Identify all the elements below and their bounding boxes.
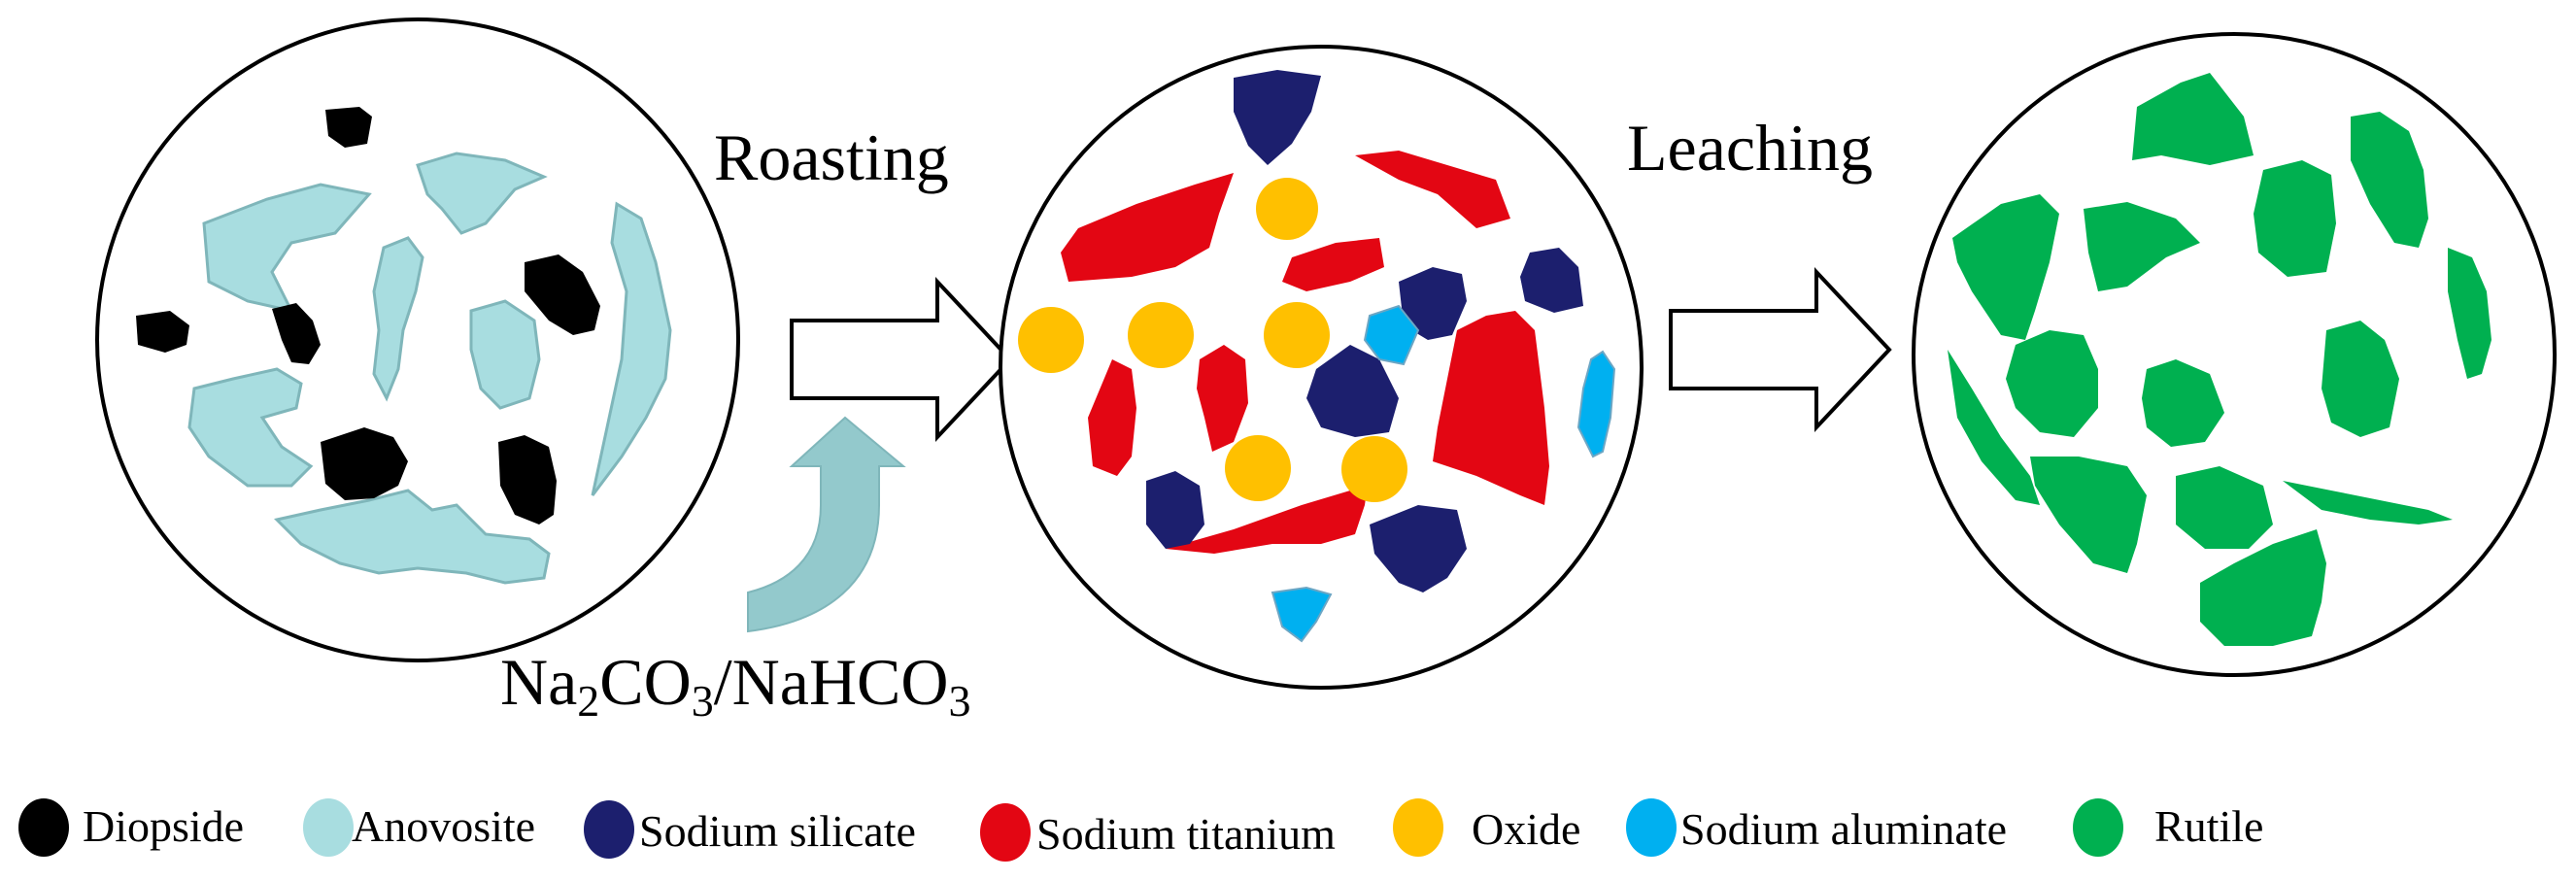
legend-swatch-sodium-silicate bbox=[584, 800, 634, 859]
anovosite-grain bbox=[274, 489, 551, 585]
rutile-grain bbox=[2200, 529, 2326, 646]
sodium-silicate-grain bbox=[1520, 248, 1583, 313]
rutile-grain bbox=[2176, 466, 2273, 549]
legend-label-anovosite: Anovosite bbox=[352, 801, 536, 851]
rutile-grain bbox=[2322, 321, 2399, 437]
sodium-silicate-grain bbox=[1234, 70, 1321, 165]
oxide-particle bbox=[1225, 435, 1291, 501]
diopside-grain bbox=[136, 311, 189, 353]
rutile-grain bbox=[2006, 330, 2098, 437]
sodium-titanium-grain bbox=[1355, 151, 1510, 228]
rutile-grain bbox=[2132, 73, 2254, 165]
oxide-particle bbox=[1264, 302, 1330, 368]
reagent-part-nahco: /NaHCO bbox=[713, 645, 949, 719]
reagent-sub-1: 2 bbox=[577, 676, 600, 726]
rutile-grain bbox=[2030, 457, 2147, 573]
anovosite-grain bbox=[591, 201, 672, 496]
legend-swatches bbox=[18, 798, 2123, 862]
legend-label-sodium-silicate: Sodium silicate bbox=[639, 806, 916, 856]
roasted-circle bbox=[999, 45, 1644, 690]
oxide-particle bbox=[1341, 436, 1407, 502]
raw-ore-circle-outline bbox=[95, 17, 740, 662]
rutile-grain bbox=[2283, 481, 2453, 525]
rutile-grain bbox=[2142, 359, 2224, 447]
sodium-titanium-grain bbox=[1061, 173, 1234, 282]
legend-swatch-diopside bbox=[18, 798, 69, 857]
anovosite-grain bbox=[187, 367, 314, 488]
sodium-silicate-grain bbox=[1370, 505, 1467, 592]
legend-label-oxide: Oxide bbox=[1472, 804, 1581, 854]
anovosite-grain bbox=[202, 183, 372, 314]
reagent-part-na: Na bbox=[500, 645, 578, 719]
anovosite-grain bbox=[372, 236, 424, 402]
anovosite-grain bbox=[416, 152, 548, 235]
rutile-grain bbox=[2084, 202, 2200, 291]
anovosite-grain bbox=[469, 299, 541, 410]
rutile-grain bbox=[2254, 160, 2336, 277]
sodium-silicate-grain bbox=[1146, 471, 1204, 549]
rutile-grain bbox=[2448, 248, 2491, 379]
diopside-grain bbox=[525, 254, 600, 335]
leaching-label: Leaching bbox=[1627, 111, 1873, 185]
legend-swatch-oxide bbox=[1393, 798, 1443, 857]
legend-swatch-rutile bbox=[2073, 798, 2123, 857]
legend-label-sodium-titanium: Sodium titanium bbox=[1036, 809, 1336, 859]
rutile-circle bbox=[1912, 32, 2557, 677]
reagent-label: Na2CO3/NaHCO3 bbox=[500, 649, 971, 724]
rutile-grain bbox=[2351, 112, 2428, 248]
sodium-aluminate-grain bbox=[1271, 586, 1333, 643]
sodium-titanium-grain bbox=[1282, 238, 1384, 291]
reagent-curved-arrow bbox=[747, 416, 906, 633]
oxide-particle bbox=[1018, 307, 1084, 373]
sodium-aluminate-grain bbox=[1576, 350, 1616, 458]
reagent-part-co: CO bbox=[599, 645, 692, 719]
sodium-aluminate-grain bbox=[1363, 304, 1420, 366]
sodium-silicate-grain bbox=[1306, 345, 1399, 437]
legend-swatch-sodium-aluminate bbox=[1626, 798, 1677, 857]
rutile-grain bbox=[1948, 350, 2040, 505]
diopside-grain bbox=[321, 427, 408, 500]
oxide-particle bbox=[1128, 302, 1194, 368]
legend-label-diopside: Diopside bbox=[83, 801, 245, 851]
legend-swatch-sodium-titanium bbox=[980, 803, 1031, 862]
sodium-silicate-grain bbox=[1399, 267, 1467, 340]
reagent-sub-2: 3 bbox=[691, 676, 714, 726]
legend-swatch-anovosite bbox=[303, 798, 354, 857]
roasting-label: Roasting bbox=[714, 120, 949, 194]
diopside-grain bbox=[272, 303, 321, 364]
diopside-grain bbox=[325, 107, 372, 148]
leaching-arrow bbox=[1669, 266, 1892, 433]
rutile-grain bbox=[1952, 194, 2059, 340]
legend-label-rutile: Rutile bbox=[2154, 801, 2264, 851]
legend-label-sodium-aluminate: Sodium aluminate bbox=[1680, 804, 2008, 854]
sodium-titanium-grain bbox=[1166, 471, 1370, 554]
oxide-particle bbox=[1256, 178, 1318, 240]
diopside-grain bbox=[498, 435, 557, 525]
reagent-sub-3: 3 bbox=[948, 676, 971, 726]
sodium-titanium-grain bbox=[1088, 359, 1136, 476]
raw-ore-circle bbox=[95, 17, 740, 662]
roasting-arrow bbox=[790, 276, 1013, 443]
sodium-titanium-grain bbox=[1197, 345, 1248, 452]
sodium-titanium-grain bbox=[1433, 311, 1549, 505]
